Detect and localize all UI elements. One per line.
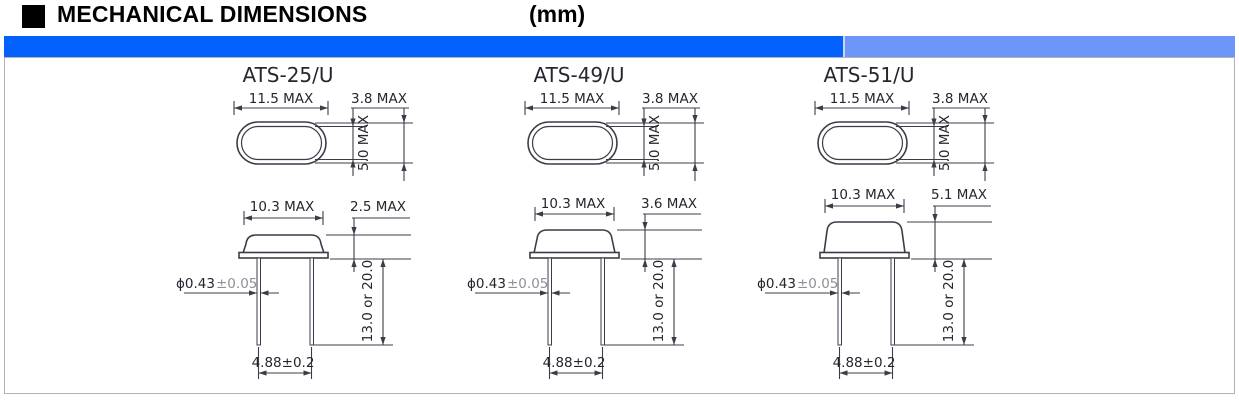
lead-diameter-label: ϕ0.43 [467, 276, 506, 292]
top-length-label: 11.5 MAX [249, 91, 313, 107]
side-height-label: 5.1 MAX [931, 187, 987, 203]
section-title: MECHANICAL DIMENSIONS [57, 1, 368, 27]
side-view: 10.3 MAX 5.1 MAX ϕ0.43 ±0.05 [757, 187, 992, 379]
lead-length-label: 13.0 or 20.0 [360, 260, 376, 343]
top-length-label: 11.5 MAX [830, 91, 894, 107]
band-primary-segment [4, 36, 843, 57]
lead-diameter-label: ϕ0.43 [757, 276, 796, 292]
lead-length-label: 13.0 or 20.0 [941, 260, 957, 343]
model-label: ATS-25/U [242, 63, 333, 87]
top-base-width-label: 5.0 MAX [356, 115, 372, 171]
top-can-width-label: 3.8 MAX [351, 91, 407, 107]
side-width-label: 10.3 MAX [541, 196, 605, 212]
drawings-panel: ATS-25/U 11.5 MAX 3.8 MAX 5.0 MAX [4, 57, 1235, 394]
top-view: ATS-51/U 11.5 MAX 3.8 MAX 5.0 MAX [814, 63, 994, 181]
side-width-label: 10.3 MAX [831, 187, 895, 203]
ats-25u-drawing: ATS-25/U 11.5 MAX 3.8 MAX 5.0 MAX [176, 63, 413, 379]
lead-diameter-tolerance-label: ±0.05 [507, 276, 548, 292]
lead-diameter-label: ϕ0.43 [176, 276, 215, 292]
side-width-label: 10.3 MAX [250, 199, 314, 215]
top-base-width-label: 5.0 MAX [647, 115, 663, 171]
lead-pitch-label: 4.88±0.2 [252, 355, 315, 371]
top-can-width-label: 3.8 MAX [642, 91, 698, 107]
side-view: 10.3 MAX 2.5 MAX ϕ0.43 ±0.05 [176, 199, 411, 379]
lead-pitch-label: 4.88±0.2 [833, 355, 896, 371]
lead-diameter-tolerance-label: ±0.05 [797, 276, 838, 292]
ats-49u-drawing: ATS-49/U 11.5 MAX 3.8 MAX 5.0 MAX [467, 63, 704, 379]
top-base-width-label: 5.0 MAX [937, 115, 953, 171]
lead-diameter-tolerance-label: ±0.05 [216, 276, 257, 292]
side-height-label: 2.5 MAX [350, 199, 406, 215]
section-header: MECHANICAL DIMENSIONS (mm) [0, 0, 1239, 36]
ats-51u-drawing: ATS-51/U 11.5 MAX 3.8 MAX 5.0 MAX [757, 63, 994, 379]
top-length-label: 11.5 MAX [540, 91, 604, 107]
model-label: ATS-51/U [823, 63, 914, 87]
band-secondary-segment [845, 36, 1235, 57]
top-view: ATS-25/U 11.5 MAX 3.8 MAX 5.0 MAX [233, 63, 413, 181]
blue-divider-band [4, 36, 1235, 57]
side-height-label: 3.6 MAX [641, 196, 697, 212]
section-bullet-square [22, 5, 45, 28]
top-view: ATS-49/U 11.5 MAX 3.8 MAX 5.0 MAX [524, 63, 704, 181]
unit-label: (mm) [529, 1, 586, 27]
lead-pitch-label: 4.88±0.2 [543, 355, 606, 371]
band-separator [843, 36, 845, 57]
lead-length-label: 13.0 or 20.0 [651, 260, 667, 343]
model-label: ATS-49/U [533, 63, 624, 87]
top-can-width-label: 3.8 MAX [932, 91, 988, 107]
side-view: 10.3 MAX 3.6 MAX ϕ0.43 ±0.05 [467, 196, 702, 379]
